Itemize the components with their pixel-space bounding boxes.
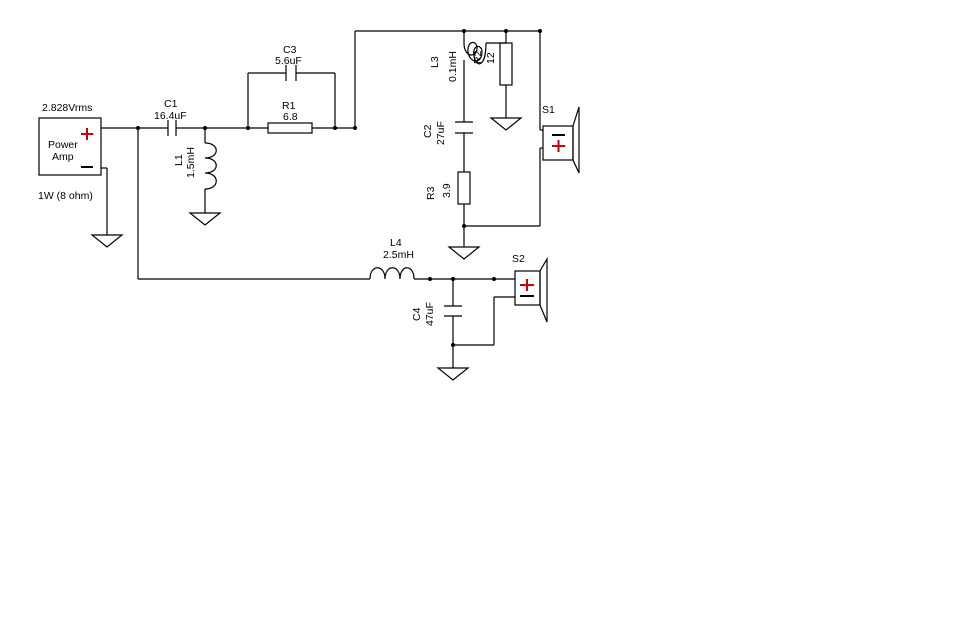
l1-ref: L1 [173,154,185,166]
power-amp: 2.828Vrms Power Amp 1W (8 ohm) [38,102,102,202]
r1-value: 6.8 [283,111,298,123]
r2-ref: R2 [472,50,484,64]
l3-value: 0.1mH [447,51,459,82]
c4-value: 47uF [424,302,436,326]
r2-value: 12 [485,52,497,64]
amp-voltage-label: 2.828Vrms [42,102,92,114]
ground-symbol-r3 [447,246,481,260]
ground-symbol-amp [90,234,124,248]
c3-ref: C3 [283,44,297,56]
l3-ref: L3 [429,56,441,68]
power-amp-box [38,117,102,176]
s1-ref: S1 [542,104,555,116]
c1-value: 16.4uF [154,110,187,122]
resistor-r1: R1 6.8 [267,100,313,134]
amp-plus-terminal-icon [81,128,93,140]
speaker-s1: S1 [540,104,580,174]
s2-ref: S2 [512,253,525,265]
inductor-l1: L1 1.5mH [173,142,217,190]
speaker-s2: S2 [512,253,548,323]
l4-ref: L4 [390,237,402,249]
r3-value: 3.9 [441,183,453,198]
c1-ref: C1 [164,98,178,110]
amp-power-label: 1W (8 ohm) [38,190,93,202]
capacitor-c1: C1 16.4uF [154,98,187,136]
s1-plus-terminal-icon [552,140,565,152]
l4-value: 2.5mH [383,249,414,261]
resistor-r2: R2 12 [472,42,513,86]
c2-ref: C2 [422,124,434,138]
inductor-l4: L4 2.5mH [369,237,415,280]
capacitor-c4: C4 47uF [411,302,462,326]
c3-value: 5.6uF [275,55,302,67]
c4-ref: C4 [411,307,423,321]
amp-name-line2: Amp [52,151,74,163]
ground-symbol-l1 [188,212,222,226]
capacitor-c3: C3 5.6uF [275,44,302,81]
junction-dots [136,29,542,347]
c2-value: 27uF [435,121,447,145]
ground-symbol-r2 [489,117,523,131]
resistor-r3: R3 3.9 [425,171,471,205]
r3-ref: R3 [425,186,437,200]
main-wires [101,30,541,368]
inductor-l3: L3 0.1mH [429,41,487,83]
amp-name-line1: Power [48,139,78,151]
r1-ref: R1 [282,100,296,112]
ground-symbol-c4 [436,367,470,381]
capacitor-c2: C2 27uF [422,121,473,145]
s2-plus-terminal-icon [520,279,534,291]
l1-value: 1.5mH [185,147,197,178]
